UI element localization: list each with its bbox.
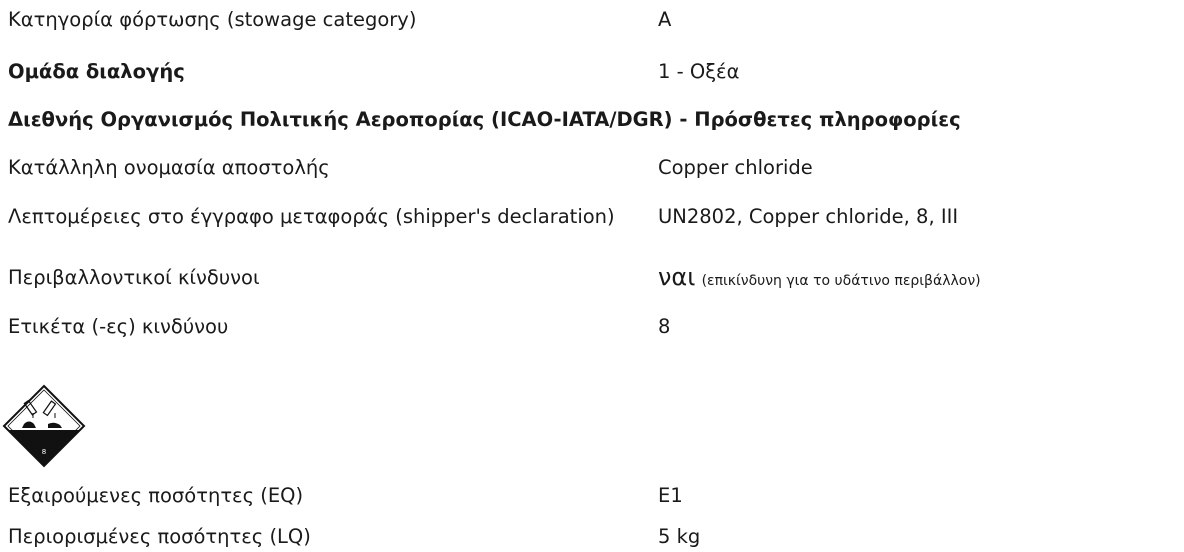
segregation-group-label: Ομάδα διαλογής <box>8 60 185 83</box>
limited-quantities-value: 5 kg <box>658 525 701 548</box>
icao-section-heading: Διεθνής Οργανισμός Πολιτικής Αεροπορίας … <box>8 108 961 131</box>
stowage-category-value: A <box>658 8 672 31</box>
proper-shipping-name-label: Κατάλληλη ονομασία αποστολής <box>8 156 330 179</box>
shipper-declaration-value: UN2802, Copper chloride, 8, III <box>658 205 959 228</box>
proper-shipping-name-value: Copper chloride <box>658 156 813 179</box>
environmental-hazards-label: Περιβαλλοντικοί κίνδυνοι <box>8 266 260 289</box>
limited-quantities-label: Περιορισμένες ποσότητες (LQ) <box>8 525 311 548</box>
excepted-quantities-value: E1 <box>658 484 683 507</box>
shipper-declaration-label: Λεπτομέρειες στο έγγραφο μεταφοράς (ship… <box>8 205 615 228</box>
hazard-labels-value: 8 <box>658 315 671 338</box>
hazard-labels-label: Ετικέτα (-ες) κινδύνου <box>8 315 229 338</box>
segregation-group-value: 1 - Οξέα <box>658 60 740 83</box>
environmental-hazards-yes: ναι <box>658 263 696 291</box>
corrosive-class-8-diamond-icon: 8 <box>2 384 86 468</box>
environmental-hazards-note: (επικίνδυνη για το υδάτινο περιβάλλον) <box>701 273 981 289</box>
pictogram-class-number: 8 <box>42 448 46 456</box>
environmental-hazards-value: ναι (επικίνδυνη για το υδάτινο περιβάλλο… <box>658 265 981 292</box>
excepted-quantities-label: Εξαιρούμενες ποσότητες (EQ) <box>8 484 304 507</box>
stowage-category-label: Κατηγορία φόρτωσης (stowage category) <box>8 8 417 31</box>
